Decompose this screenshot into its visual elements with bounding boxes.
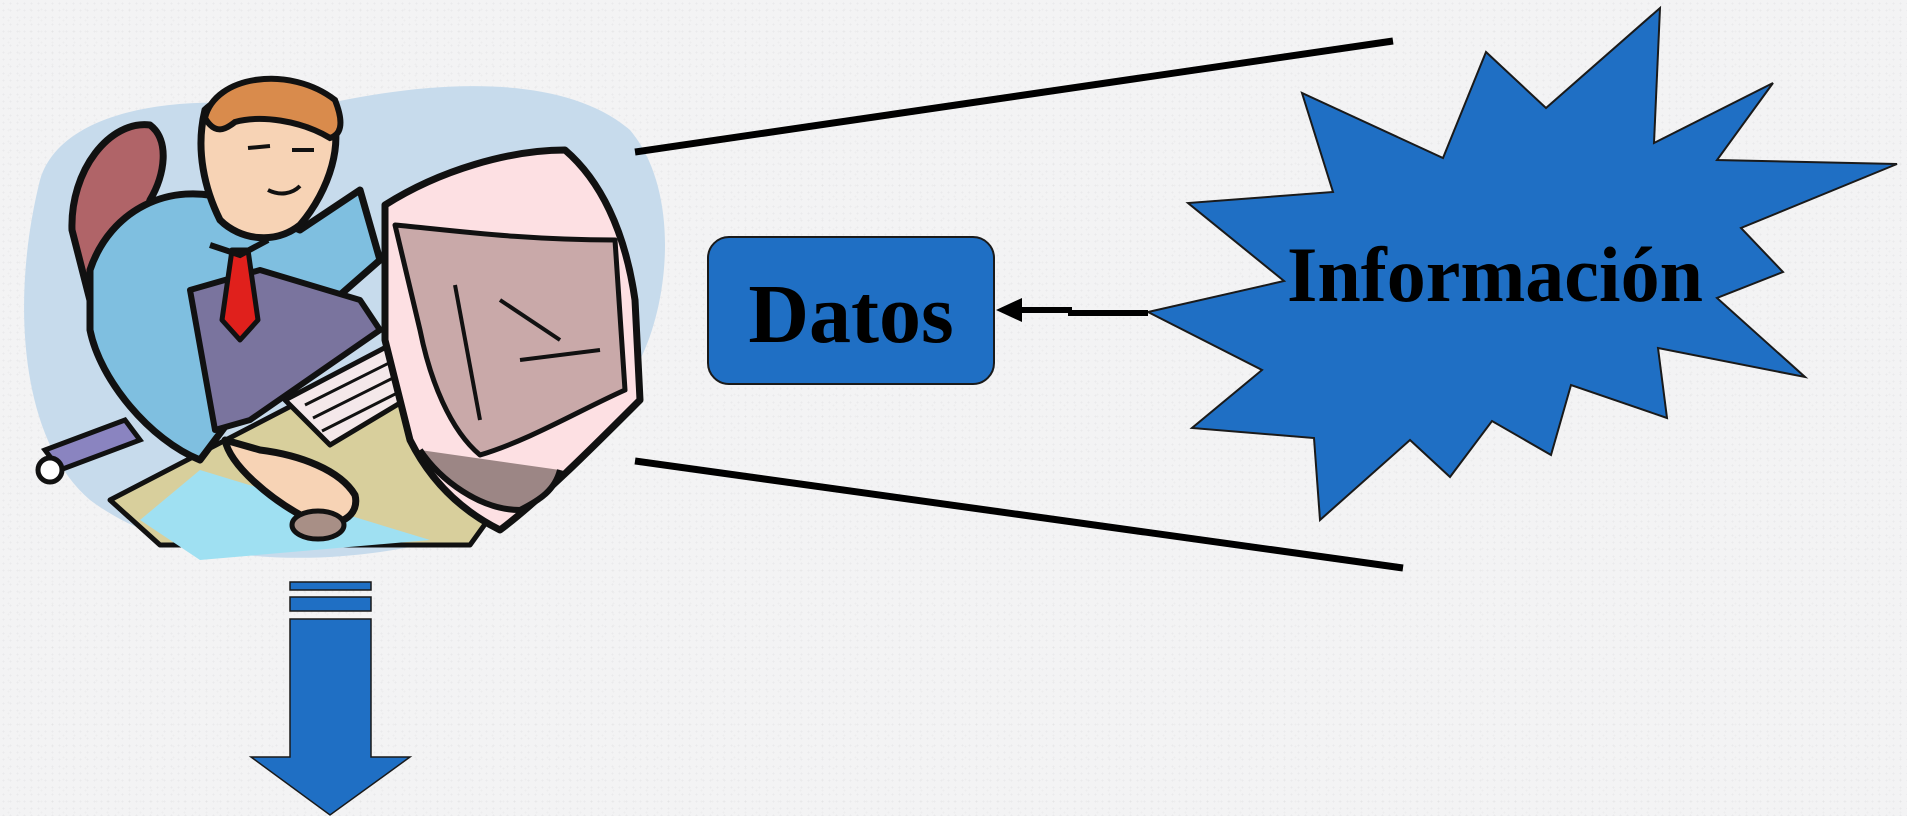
arrow-left-icon [996,298,1148,322]
informacion-label: Información [1287,231,1703,318]
arrow-down-icon [248,581,413,816]
datos-label: Datos [748,267,954,361]
starburst-shape [1145,5,1898,523]
datos-box: Datos [707,236,995,385]
funnel-lines [634,37,1404,572]
person-at-computer-icon [24,75,666,560]
